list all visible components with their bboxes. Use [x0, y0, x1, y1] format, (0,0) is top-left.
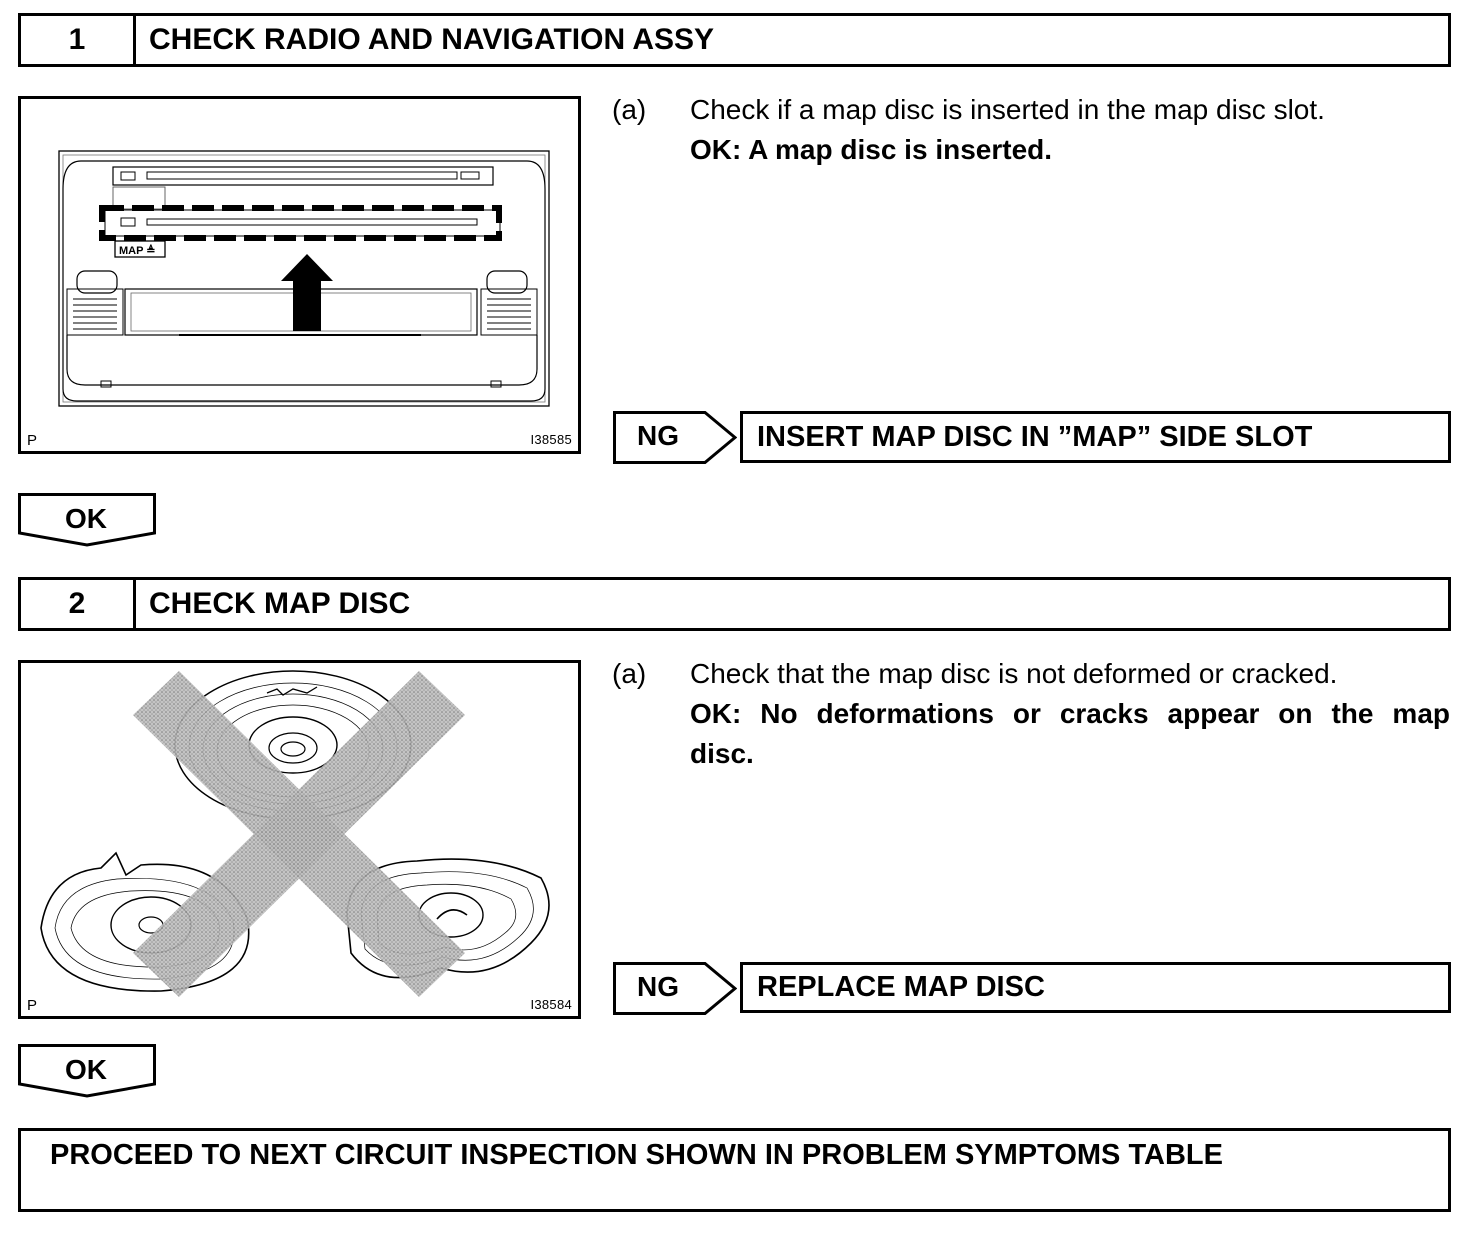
- instruction-text: Check if a map disc is inserted in the m…: [690, 94, 1325, 125]
- step-2-ng-tag: [613, 962, 737, 1015]
- step-1-instruction: (a) Check if a map disc is inserted in t…: [612, 90, 1452, 180]
- ng-label: NG: [637, 971, 679, 1002]
- ok-label: OK: [65, 503, 107, 534]
- step-1-header: 1 CHECK RADIO AND NAVIGATION ASSY: [18, 13, 1451, 67]
- figure-corner-label: P: [27, 997, 38, 1014]
- step-1-title: CHECK RADIO AND NAVIGATION ASSY: [149, 23, 715, 56]
- step-1-figure: MAP ≜ P I38585: [18, 96, 581, 454]
- step-2-title: CHECK MAP DISC: [149, 587, 411, 620]
- map-button-label: MAP ≜: [119, 244, 156, 257]
- step-2-ng-result: REPLACE MAP DISC: [740, 962, 1451, 1013]
- ok-label: OK: [65, 1054, 107, 1085]
- step-1-number: 1: [21, 16, 136, 64]
- step-1-ok-tag: [18, 493, 156, 547]
- step-2-figure: P I38584: [18, 660, 581, 1019]
- map-disc-illustration: [40, 670, 550, 997]
- radio-navigation-illustration: MAP ≜: [58, 150, 550, 407]
- instruction-text: Check that the map disc is not deformed …: [690, 658, 1338, 689]
- step-2-number: 2: [21, 580, 136, 628]
- step-2-ok-tag: [18, 1044, 156, 1098]
- figure-corner-label: P: [27, 432, 38, 449]
- step-1-ng-tag: [613, 411, 737, 464]
- step-2-instruction: (a) Check that the map disc is not defor…: [612, 654, 1452, 784]
- step-1-ng-result: INSERT MAP DISC IN ”MAP” SIDE SLOT: [740, 411, 1451, 463]
- figure-id: I38584: [530, 997, 572, 1012]
- ok-criteria: OK: A map disc is inserted.: [690, 134, 1053, 165]
- step-2-header: 2 CHECK MAP DISC: [18, 577, 1451, 631]
- ng-label: NG: [637, 420, 679, 451]
- instruction-label: (a): [612, 658, 647, 689]
- figure-id: I38585: [530, 432, 572, 447]
- instruction-label: (a): [612, 94, 647, 125]
- ok-criteria-line-2: disc.: [690, 738, 754, 769]
- final-instruction-box: PROCEED TO NEXT CIRCUIT INSPECTION SHOWN…: [18, 1128, 1451, 1212]
- ok-criteria-line-1: OK: No deformations or cracks appear on …: [690, 698, 1450, 729]
